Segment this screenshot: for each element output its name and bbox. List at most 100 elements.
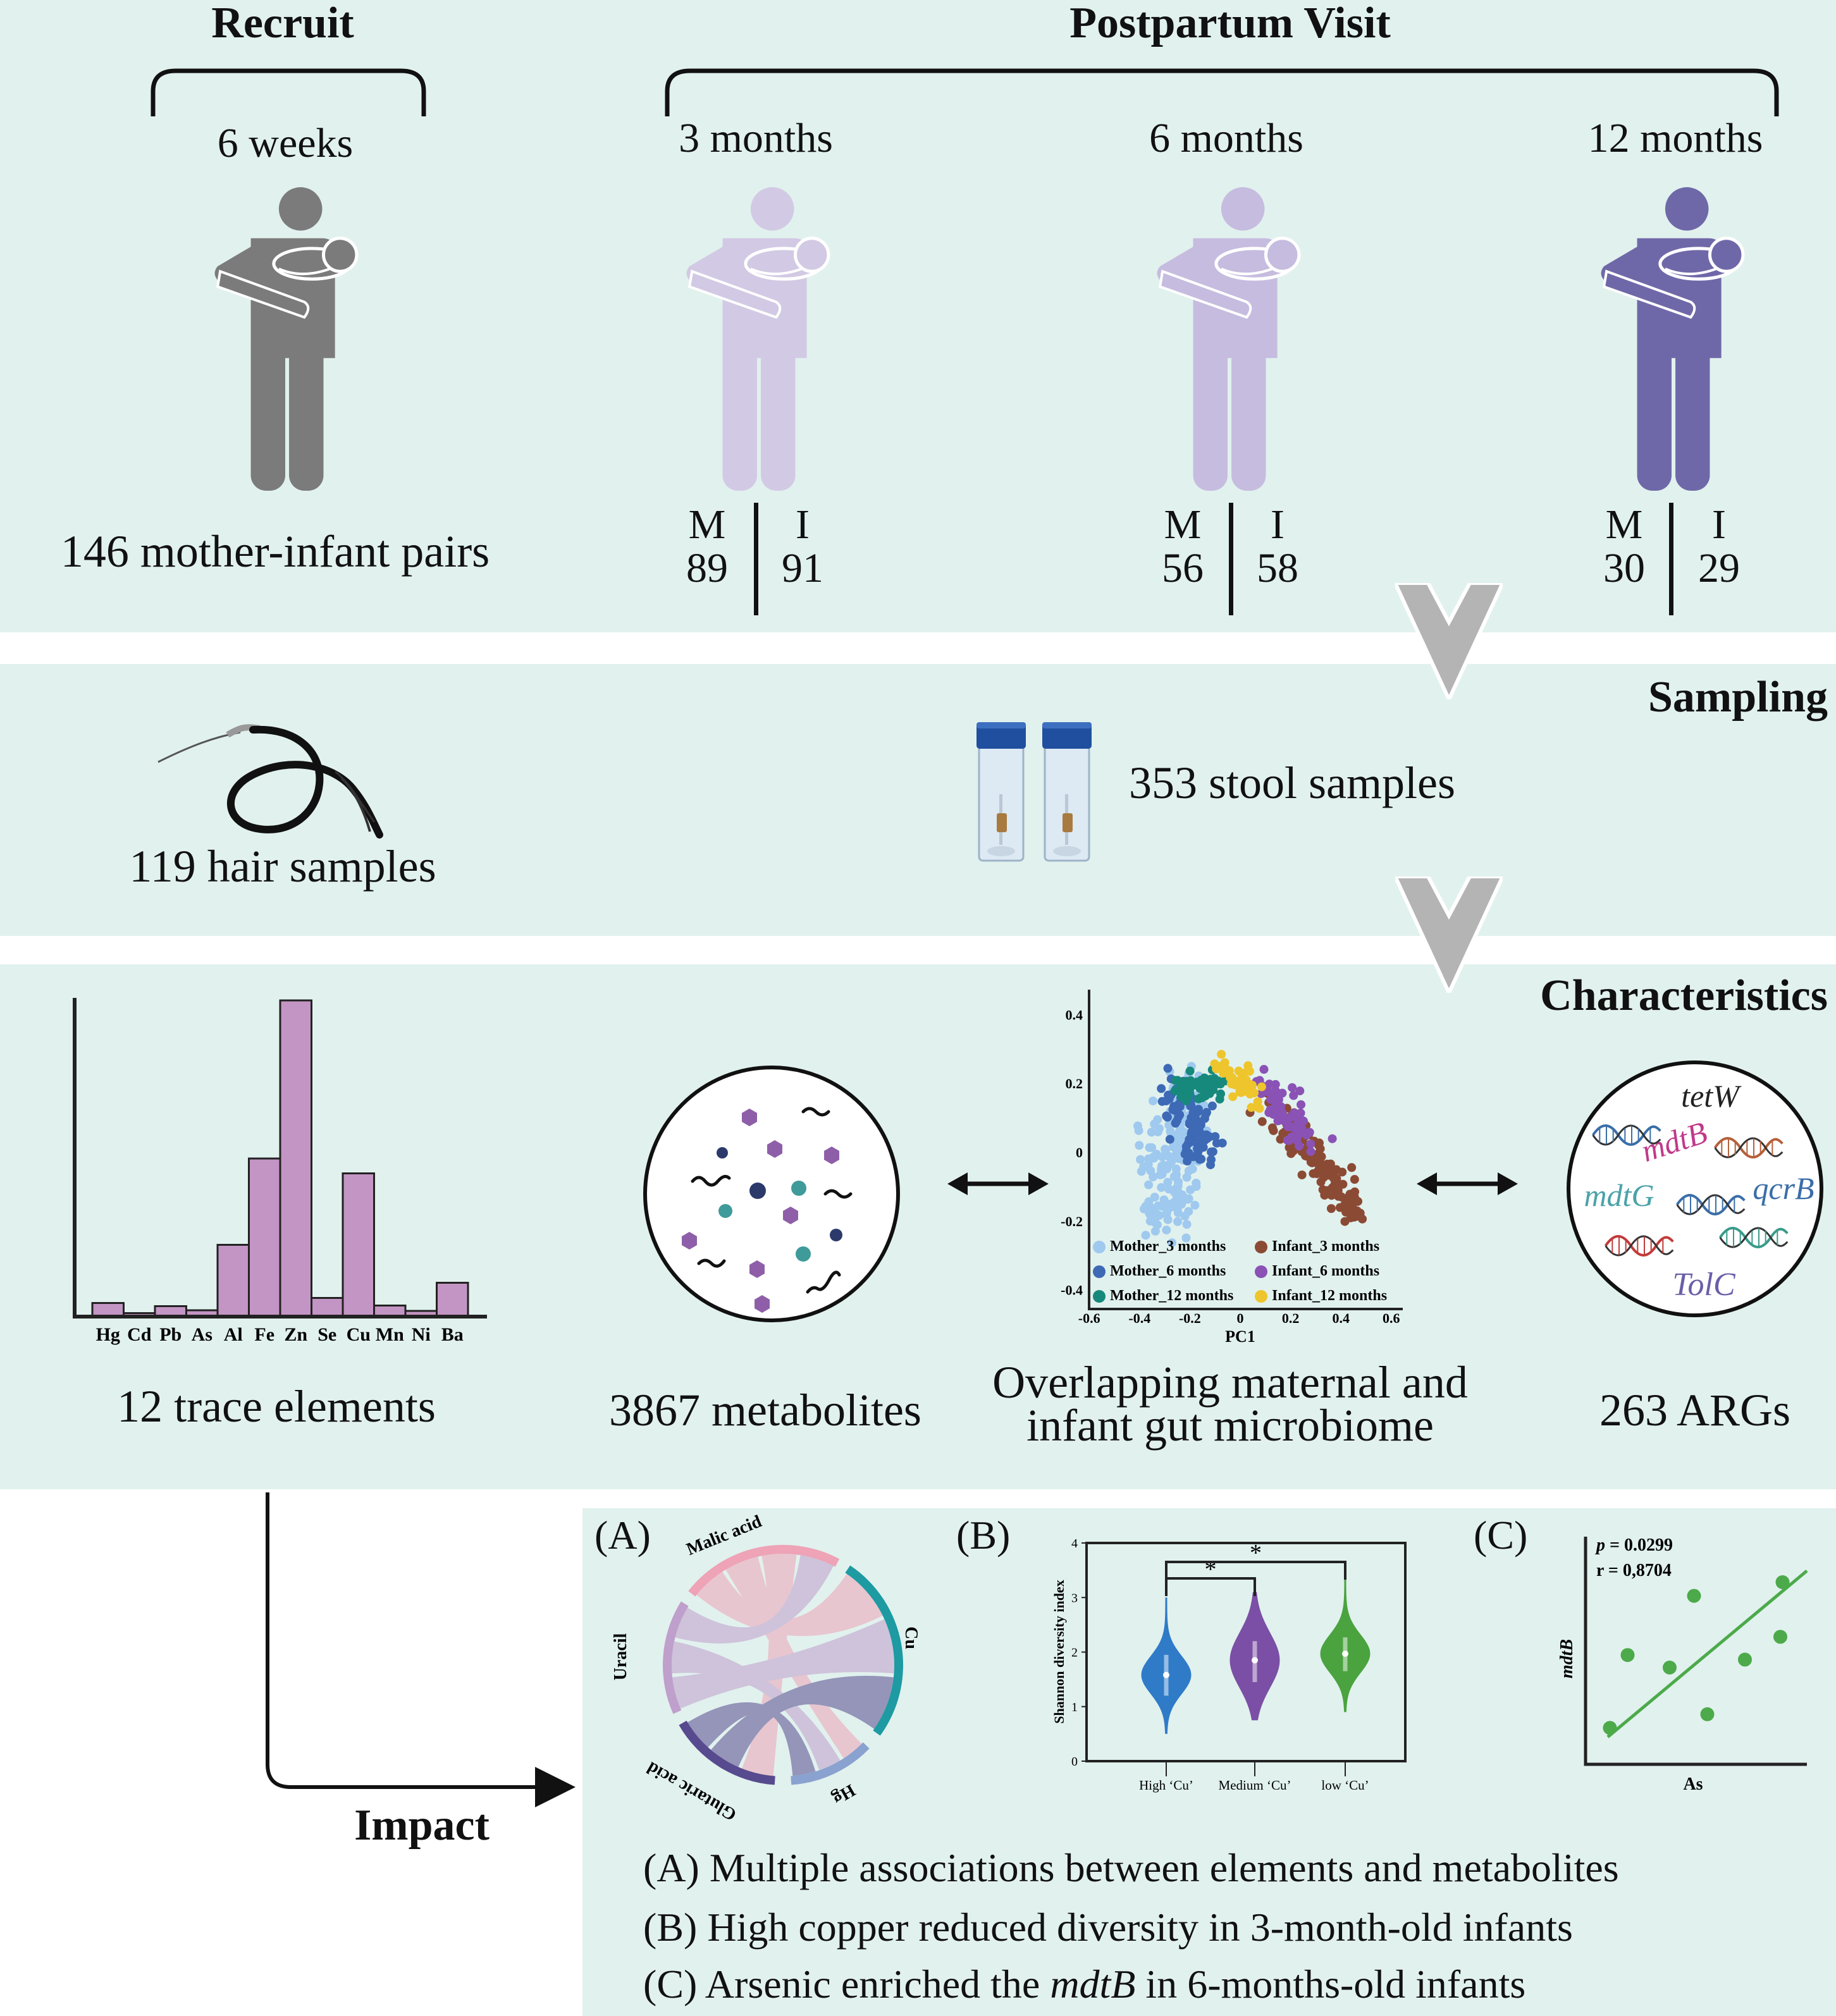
pca-point: [1328, 1134, 1337, 1143]
pca-x-tick: 0.6: [1383, 1310, 1400, 1326]
pca-point: [1157, 1183, 1166, 1192]
pca-point: [1269, 1110, 1278, 1119]
chord-link: [696, 1571, 883, 1637]
mother-label: M: [1605, 501, 1643, 548]
pca-point: [1341, 1198, 1350, 1208]
pca-point: [1144, 1180, 1154, 1189]
pca-point: [1134, 1126, 1143, 1135]
pca-point: [1205, 1089, 1214, 1098]
pca-x-tick: 0: [1237, 1310, 1244, 1326]
data-point: [1663, 1661, 1677, 1675]
data-point: [1773, 1630, 1787, 1644]
pca-point: [1234, 1066, 1243, 1076]
pca-point: [1193, 1105, 1203, 1114]
pca-point: [1167, 1238, 1176, 1248]
pca-point: [1153, 1127, 1162, 1136]
pca-point: [1202, 1134, 1212, 1143]
significance-bracket: [1165, 1577, 1256, 1596]
bar-label: Hg: [96, 1324, 120, 1345]
bar-label: Se: [317, 1324, 336, 1345]
pca-y-tick: 0.4: [1066, 1007, 1083, 1023]
chord-arc: [663, 1601, 689, 1714]
pca-point: [1271, 1079, 1280, 1089]
pca-point: [1350, 1175, 1359, 1184]
chord-arc: [679, 1721, 775, 1785]
mother-count: 89: [686, 545, 728, 591]
pca-point: [1163, 1177, 1173, 1187]
pca-point: [1252, 1102, 1261, 1112]
pca-point: [1177, 1200, 1186, 1209]
violin-median: [1163, 1671, 1169, 1678]
pca-point: [1306, 1146, 1315, 1156]
pca-point: [1288, 1083, 1297, 1092]
summary-c-prefix: (C) Arsenic enriched the: [643, 1962, 1050, 2007]
pca-point: [1278, 1088, 1287, 1098]
y-tick-label: 2: [1071, 1646, 1078, 1660]
pca-point: [1150, 1193, 1159, 1202]
pca-point: [1338, 1179, 1348, 1189]
pca-point: [1238, 1083, 1248, 1093]
pca-x-tick: -0.2: [1179, 1310, 1201, 1326]
mother-count: 56: [1162, 545, 1204, 591]
pca-point: [1257, 1082, 1266, 1091]
pca-point: [1171, 1164, 1181, 1174]
arg-label-qcrb: qcrB: [1753, 1171, 1814, 1206]
pca-point: [1217, 1050, 1226, 1059]
pca-point: [1274, 1095, 1283, 1104]
pca-point: [1150, 1226, 1160, 1236]
pca-y-tick: 0: [1076, 1145, 1083, 1160]
pca-point: [1165, 1134, 1174, 1144]
pca-point: [1192, 1182, 1201, 1191]
pca-point: [1291, 1124, 1301, 1134]
pca-point: [1317, 1152, 1326, 1162]
arg-label-tetw: tetW: [1681, 1078, 1739, 1114]
characteristics-title: Characteristics: [1540, 971, 1828, 1020]
chord-link: [672, 1641, 841, 1771]
pca-point: [1295, 1086, 1305, 1096]
pca-point: [1313, 1159, 1322, 1168]
args-label: 263 ARGs: [1599, 1385, 1791, 1435]
bar-label: Fe: [254, 1324, 274, 1345]
postpartum-title: Postpartum Visit: [1069, 0, 1391, 47]
x-axis-label: As: [1683, 1774, 1703, 1794]
pca-point: [1224, 1066, 1234, 1076]
pca-point: [1302, 1130, 1311, 1140]
pca-point: [1181, 1142, 1191, 1152]
pca-point: [1279, 1116, 1288, 1125]
pca-point: [1257, 1089, 1266, 1098]
hair-sample-icon: [157, 724, 383, 839]
pca-point: [1284, 1136, 1293, 1145]
arg-label-mdtg: mdtG: [1584, 1177, 1654, 1213]
infant-count: 58: [1257, 545, 1298, 591]
mother-label: M: [1164, 501, 1202, 548]
pca-point: [1180, 1088, 1189, 1097]
pca-point: [1157, 1169, 1167, 1179]
y-tick-label: 0: [1071, 1755, 1078, 1769]
pca-point: [1150, 1119, 1159, 1129]
pca-point: [1162, 1111, 1171, 1121]
bar-label: As: [192, 1324, 213, 1345]
bar-label: Ba: [441, 1324, 464, 1345]
bar-label: Cu: [347, 1324, 371, 1345]
pca-point: [1326, 1189, 1335, 1199]
chord-link: [711, 1675, 894, 1767]
y-axis-label: Shannon diversity index: [1051, 1580, 1067, 1723]
pca-point: [1329, 1168, 1338, 1177]
pca-point: [1175, 1126, 1185, 1136]
pca-point: [1347, 1163, 1357, 1172]
pca-point: [1190, 1079, 1199, 1089]
pca-x-tick: 0.2: [1282, 1310, 1300, 1326]
pca-point: [1194, 1094, 1204, 1103]
infant-label: I: [1271, 501, 1285, 548]
pca-point: [1162, 1207, 1171, 1217]
pca-point: [1220, 1058, 1229, 1067]
pca-point: [1147, 1143, 1157, 1152]
pca-point: [1297, 1100, 1306, 1109]
pca-point: [1259, 1065, 1269, 1074]
pca-point: [1322, 1159, 1332, 1169]
bar-cu: [342, 1172, 375, 1318]
